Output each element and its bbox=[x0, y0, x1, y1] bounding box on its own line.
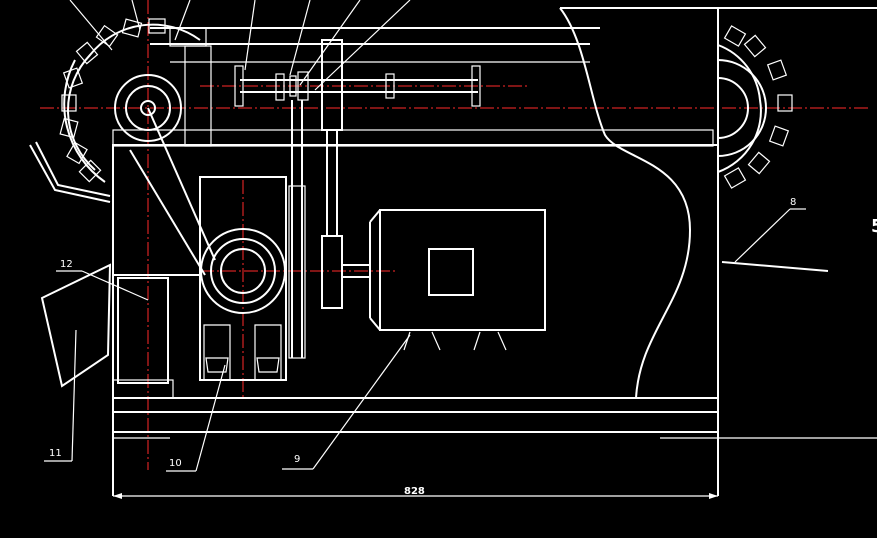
machine-frame bbox=[112, 8, 877, 496]
part-label-10: 10 bbox=[169, 458, 182, 469]
dimension-value: 828 bbox=[404, 486, 425, 497]
right-chute bbox=[721, 261, 829, 272]
part-label-11: 11 bbox=[49, 448, 62, 459]
edge-glyph: 5 bbox=[871, 216, 877, 237]
part-label-12: 12 bbox=[60, 259, 73, 270]
hopper-outline bbox=[559, 7, 877, 399]
top-shaft bbox=[234, 65, 481, 107]
part-label-8: 8 bbox=[790, 197, 796, 208]
overall-dimension: 828 bbox=[113, 486, 718, 499]
top-cover bbox=[150, 27, 600, 147]
part-label-9: 9 bbox=[294, 454, 300, 465]
right-sprocket bbox=[717, 25, 793, 189]
centerlines bbox=[40, 0, 870, 470]
lower-stand bbox=[113, 274, 200, 384]
left-chute bbox=[29, 141, 112, 388]
leader-lines bbox=[44, 0, 806, 472]
gearbox bbox=[129, 107, 287, 381]
belt-drive bbox=[288, 39, 343, 359]
electric-motor bbox=[342, 209, 546, 351]
part-labels: 8 9 10 11 12 5 bbox=[49, 197, 877, 469]
